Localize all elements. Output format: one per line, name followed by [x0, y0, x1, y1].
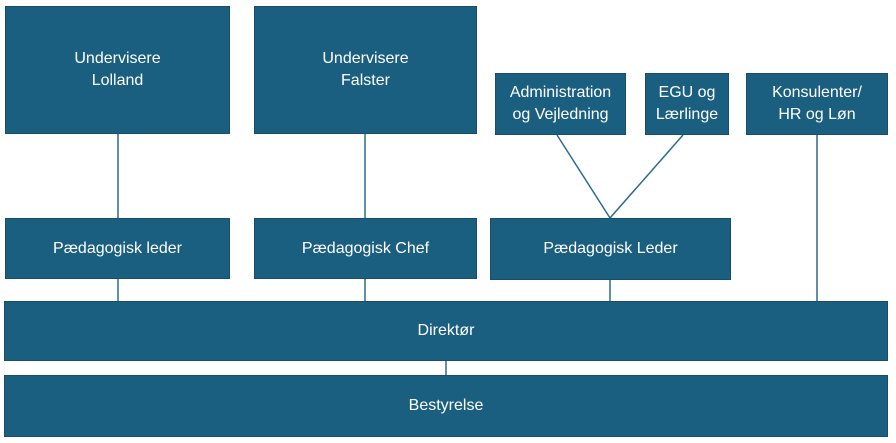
connector-egu-to-ped-leader: [609, 134, 684, 219]
box-teachers-falster: Undervisere Falster: [254, 6, 477, 134]
box-teachers-lolland-label: Undervisere Lolland: [74, 50, 161, 89]
box-board: Bestyrelse: [4, 375, 888, 437]
box-ped-chief: Pædagogisk Chef: [254, 218, 477, 279]
box-ped-chief-label: Pædagogisk Chef: [301, 239, 430, 257]
box-administration: Administration og Vejledning: [495, 73, 626, 135]
box-ped-leader-2-label: Pædagogisk Leder: [543, 240, 678, 257]
box-egu: EGU og Lærlinge: [645, 73, 729, 135]
box-director-label: Direktør: [417, 322, 475, 339]
box-egu-label: EGU og Lærlinge: [655, 84, 719, 123]
box-director: Direktør: [4, 301, 888, 361]
box-teachers-lolland: Undervisere Lolland: [5, 6, 230, 134]
connector-admin-to-ped-leader: [556, 134, 611, 219]
box-ped-leader-1: Pædagogisk leder: [5, 218, 230, 279]
box-ped-leader-1-label: Pædagogisk leder: [53, 239, 182, 257]
box-teachers-falster-label: Undervisere Falster: [322, 50, 409, 89]
box-administration-label: Administration og Vejledning: [509, 84, 612, 123]
box-ped-leader-2: Pædagogisk Leder: [490, 218, 731, 280]
box-board-label: Bestyrelse: [408, 397, 484, 414]
box-consultants: Konsulenter/ HR og Løn: [746, 73, 888, 135]
box-consultants-label: Konsulenter/ HR og Løn: [772, 84, 862, 123]
